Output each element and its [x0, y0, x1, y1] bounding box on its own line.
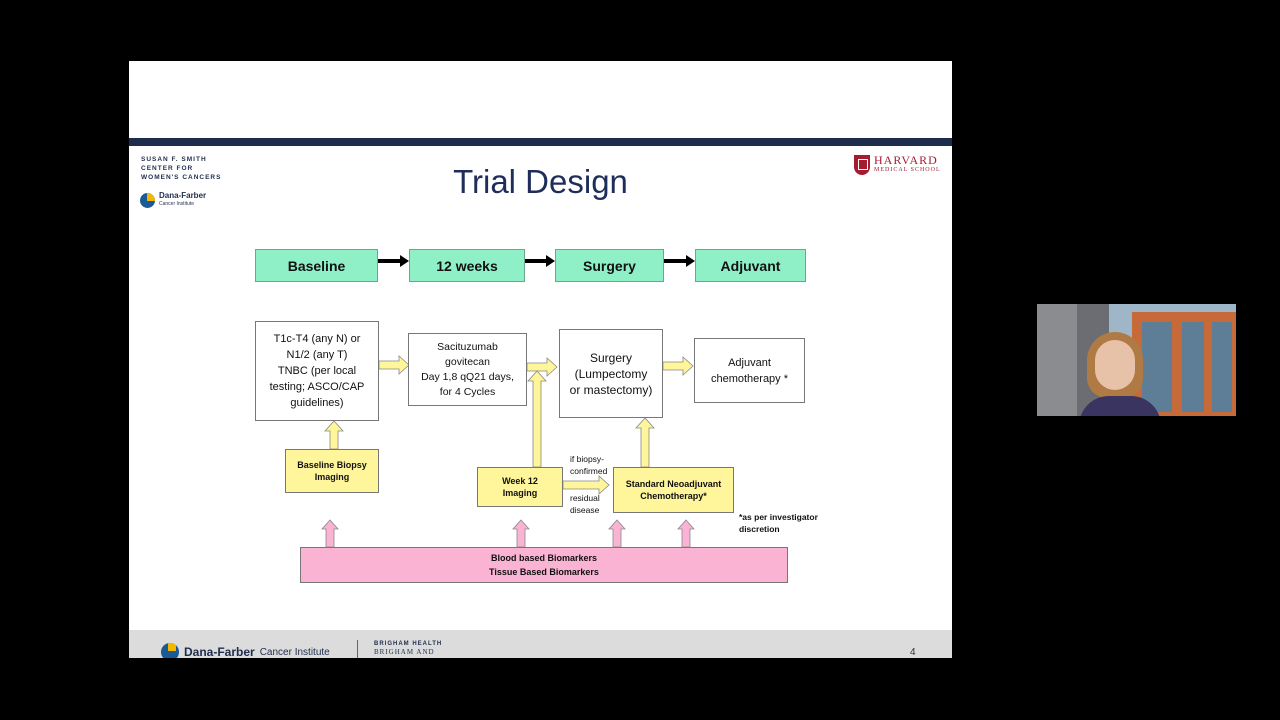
- surgery-line-3: or mastectomy): [569, 382, 653, 397]
- footer-org-name: Dana-Farber: [184, 645, 255, 658]
- condition-label-bottom: residual disease: [570, 492, 600, 516]
- week-12-line-1: Week 12: [502, 476, 538, 486]
- slide-header-line: [129, 138, 952, 146]
- presentation-slide: SUSAN F. SMITH CENTER FOR WOMEN'S CANCER…: [129, 61, 952, 658]
- partner-line-2: BRIGHAM AND: [374, 648, 435, 656]
- condition-label-top: if biopsy- confirmed: [570, 453, 607, 477]
- eligibility-line-3: TNBC (per local: [277, 365, 357, 377]
- condition-bottom-line-1: residual: [570, 493, 600, 503]
- eligibility-line-2: N1/2 (any T): [286, 349, 348, 361]
- treatment-line-4: for 4 Cycles: [439, 385, 496, 398]
- eligibility-box: T1c-T4 (any N) or N1/2 (any T) TNBC (per…: [255, 321, 379, 421]
- surgery-line-1: Surgery: [589, 350, 633, 365]
- slide-page-number: 4: [910, 647, 916, 658]
- baseline-biopsy-box: Baseline Biopsy Imaging: [285, 449, 379, 493]
- baseline-biopsy-line-1: Baseline Biopsy: [297, 460, 367, 470]
- biomarkers-line-2: Tissue Based Biomarkers: [489, 567, 599, 577]
- phase-connector-arrows: [378, 255, 695, 267]
- eligibility-line-1: T1c-T4 (any N) or: [273, 333, 361, 345]
- harvard-subtitle: MEDICAL SCHOOL: [874, 167, 941, 173]
- surgery-box: Surgery (Lumpectomy or mastectomy): [559, 329, 663, 418]
- phase-12-weeks: 12 weeks: [409, 249, 525, 282]
- biomarkers-line-1: Blood based Biomarkers: [490, 553, 598, 563]
- webcam-building: [1132, 312, 1236, 416]
- treatment-box: Sacituzumab govitecan Day 1,8 qQ21 days,…: [408, 333, 527, 406]
- diagram-arrows: [321, 255, 695, 548]
- treatment-line-3: Day 1,8 qQ21 days,: [421, 370, 514, 383]
- dana-farber-name: Dana-Farber: [159, 191, 207, 200]
- adjuvant-line-2: chemotherapy *: [710, 372, 789, 385]
- eligibility-line-5: guidelines): [290, 397, 344, 409]
- harvard-logo: HARVARD MEDICAL SCHOOL: [854, 153, 941, 175]
- standard-line-2: Chemotherapy*: [640, 491, 707, 501]
- pink-biomarker-arrows: [321, 519, 695, 548]
- footer-separator: [357, 640, 358, 658]
- dana-farber-logo-small: Dana-Farber Cancer Institute: [140, 192, 206, 208]
- baseline-biopsy-line-2: Imaging: [314, 472, 350, 482]
- phase-adjuvant: Adjuvant: [695, 249, 806, 282]
- investigator-footnote: *as per investigator discretion: [739, 511, 818, 535]
- surgery-line-2: (Lumpectomy: [574, 366, 648, 381]
- dana-farber-mark-icon: [140, 192, 155, 208]
- footer-dana-farber-logo: Dana-Farber Cancer Institute: [161, 643, 330, 658]
- slide-footer: Dana-Farber Cancer Institute BRIGHAM HEA…: [129, 630, 952, 658]
- smith-center-logo: SUSAN F. SMITH CENTER FOR WOMEN'S CANCER…: [141, 155, 221, 182]
- presenter-webcam: [1037, 304, 1236, 416]
- condition-top-line-1: if biopsy-: [570, 454, 605, 464]
- adjuvant-line-1: Adjuvant: [728, 356, 771, 369]
- footnote-line-2: discretion: [739, 524, 780, 534]
- standard-neoadjuvant-box: Standard Neoadjuvant Chemotherapy*: [613, 467, 734, 513]
- phase-surgery: Surgery: [555, 249, 664, 282]
- standard-line-1: Standard Neoadjuvant: [625, 479, 722, 489]
- phase-baseline: Baseline: [255, 249, 378, 282]
- footnote-line-1: *as per investigator: [739, 512, 818, 522]
- webcam-wall: [1037, 304, 1077, 416]
- dana-farber-subtitle: Cancer Institute: [159, 201, 195, 207]
- week-12-imaging-box: Week 12 Imaging: [477, 467, 563, 507]
- partner-line-1: BRIGHAM HEALTH: [374, 641, 443, 647]
- harvard-shield-icon: [854, 155, 870, 175]
- presenter-figure: [1075, 324, 1165, 416]
- treatment-line-2: govitecan: [445, 355, 490, 368]
- condition-top-line-2: confirmed: [570, 466, 608, 476]
- slide-top-band: [129, 61, 952, 138]
- eligibility-line-4: testing; ASCO/CAP: [269, 381, 365, 393]
- logo-line-2: CENTER FOR: [141, 165, 194, 172]
- harvard-name: HARVARD: [874, 153, 938, 167]
- week-12-line-2: Imaging: [502, 488, 538, 498]
- footer-partner-logo: BRIGHAM HEALTH BRIGHAM AND: [374, 640, 442, 656]
- logo-line-3: WOMEN'S CANCERS: [141, 174, 222, 181]
- condition-bottom-line-2: disease: [570, 505, 600, 515]
- adjuvant-box: Adjuvant chemotherapy *: [694, 338, 805, 403]
- footer-org-tail: Cancer Institute: [259, 646, 330, 658]
- slide-title: Trial Design: [453, 163, 628, 200]
- logo-line-1: SUSAN F. SMITH: [141, 156, 207, 163]
- yellow-flow-arrows: [324, 355, 694, 495]
- treatment-line-1: Sacituzumab: [437, 340, 498, 353]
- footer-dana-farber-icon: [161, 643, 179, 658]
- biomarkers-box: Blood based Biomarkers Tissue Based Biom…: [300, 547, 788, 583]
